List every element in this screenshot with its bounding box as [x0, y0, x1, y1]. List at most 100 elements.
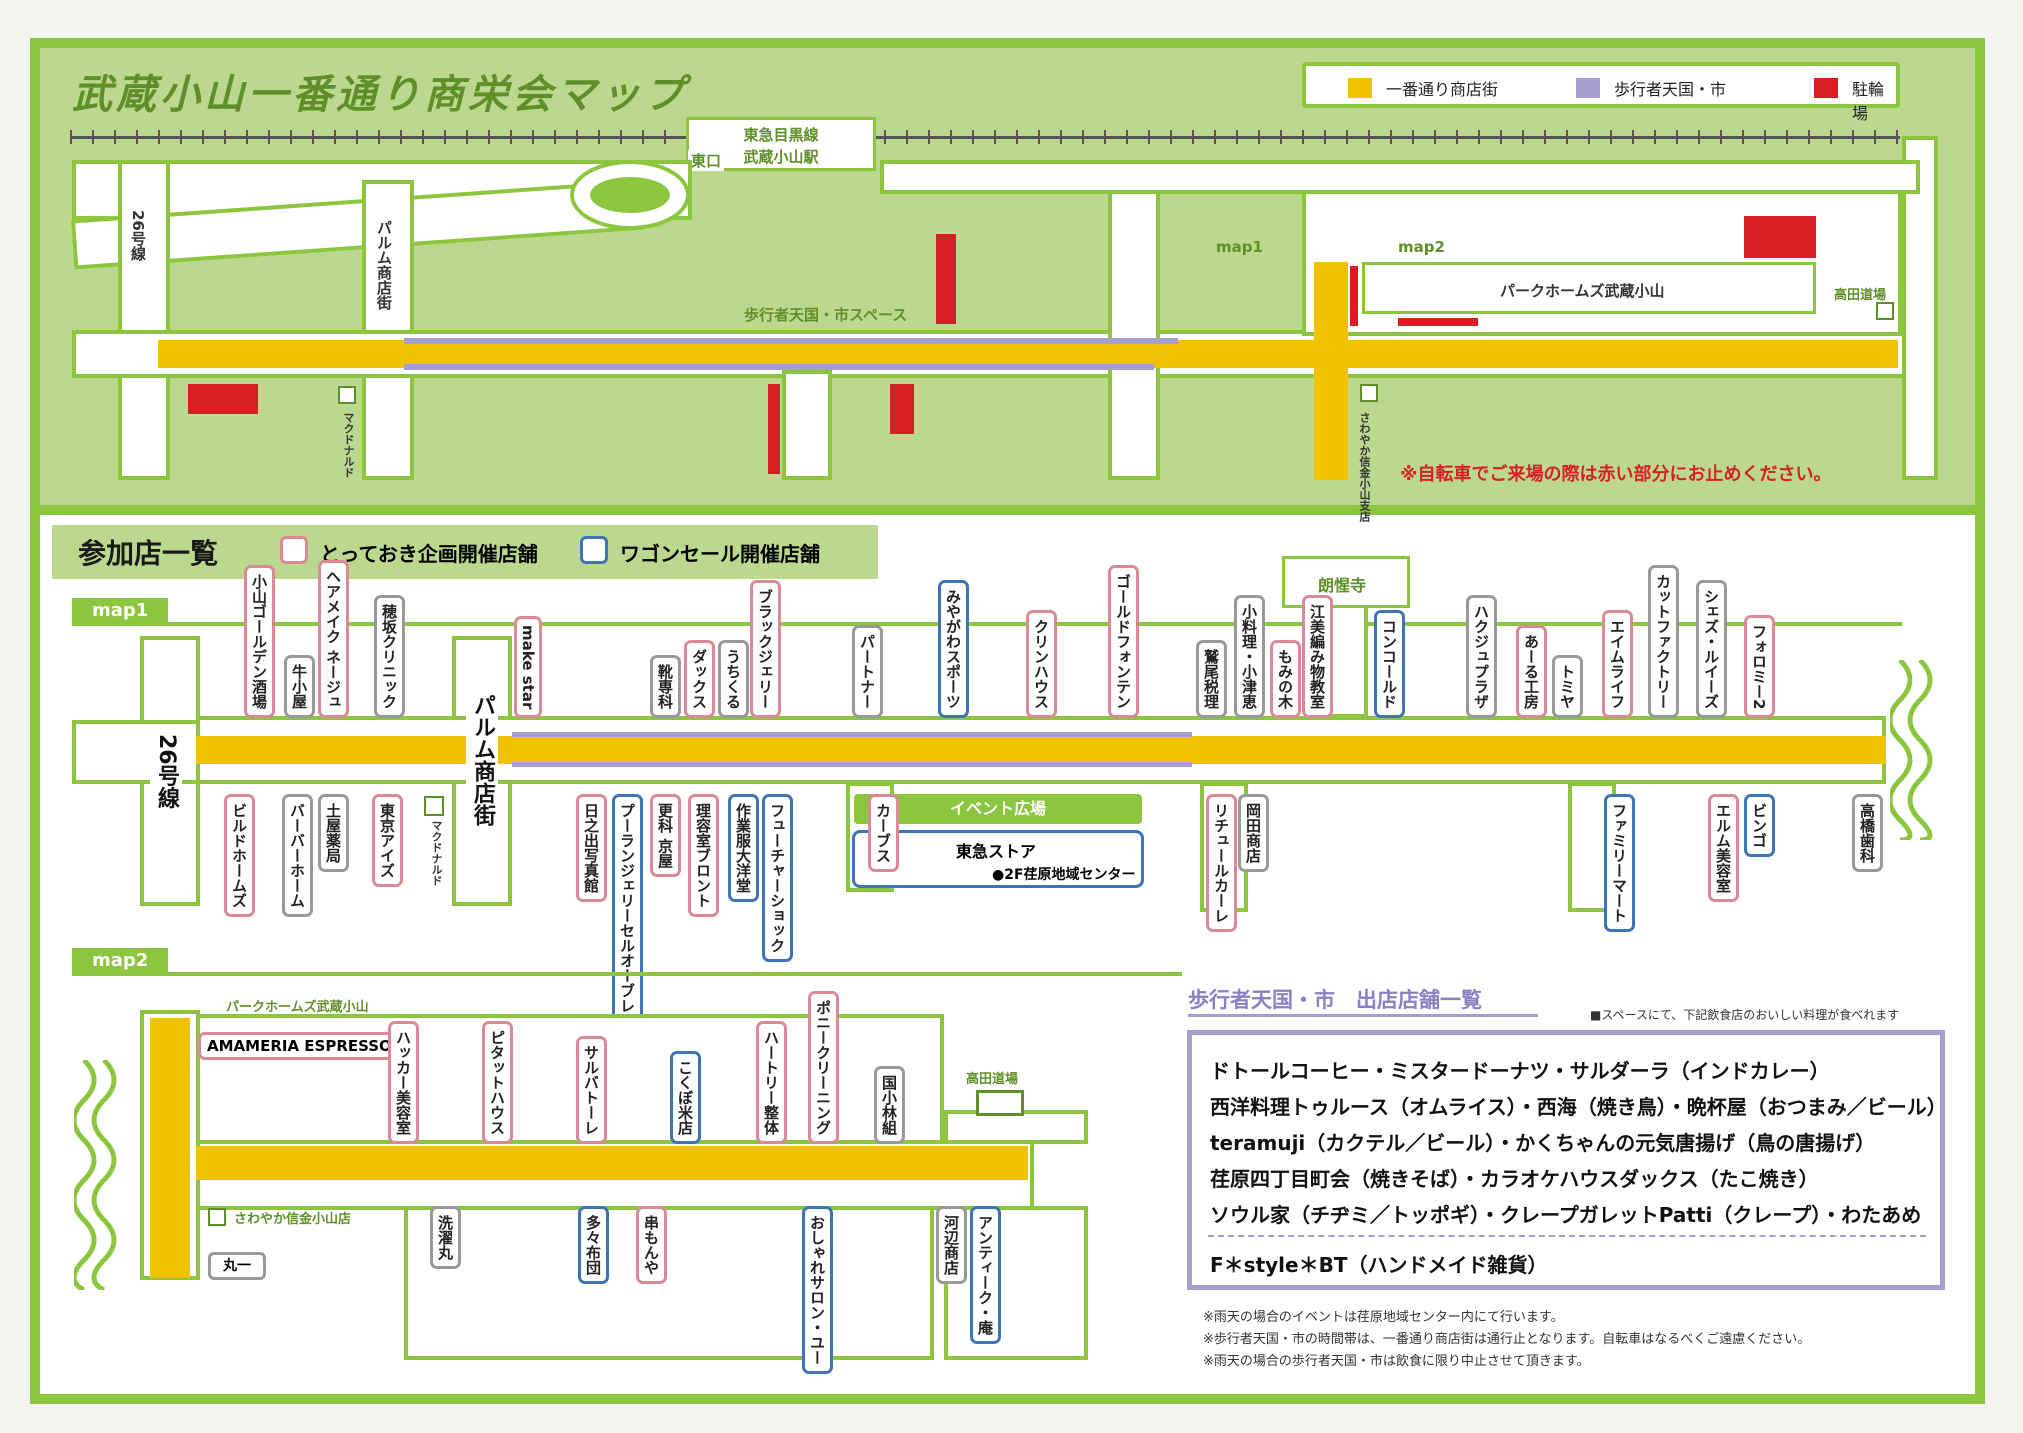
map1-top-shop: トミヤ: [1552, 655, 1583, 718]
map2-bot-shop: 河辺商店: [936, 1206, 967, 1284]
pink-legend-swatch: [280, 536, 308, 564]
hokoten-line-6: F＊style＊BT（ハンドメイド雑貨）: [1210, 1253, 1548, 1277]
map2-sawayaka-label: さわやか信金小山店: [234, 1212, 352, 1227]
top-route26-label: 26号線: [129, 210, 147, 261]
participants-title: 参加店一覧: [78, 537, 219, 570]
hokoten-line-4: 荏原四丁目町会（焼きそば）・カラオケハウスダックス（たこ焼き）: [1210, 1167, 1819, 1191]
map2-takada-box: [976, 1090, 1024, 1116]
top-sawayaka-label: さわやか信金小山支店: [1358, 412, 1371, 522]
top-road-route26: [118, 160, 170, 480]
map1-bot-shop: エルム美容室: [1708, 794, 1739, 902]
legend-swatch-hokoten: [1576, 78, 1600, 98]
map1-bot-shop: 理容室ブロント: [688, 794, 719, 917]
map1-top-shop: 江美編み物教室: [1302, 595, 1333, 718]
station-line: 東急目黒線: [743, 126, 819, 144]
legend: 一番通り商店街 歩行者天国・市 駐輪場: [1302, 62, 1900, 123]
map1-mcd-label: マクドナルド: [430, 820, 443, 886]
map1-bot-shop: プーランジェリーセルオーブレ: [612, 794, 643, 1022]
legend-swatch-shopping-street: [1348, 78, 1372, 98]
map2-bot-shop: 串もんや: [636, 1206, 667, 1284]
hokoten-line-3: teramuji（カクテル／ビール）・かくちゃんの元気唐揚げ（鳥の唐揚げ）: [1210, 1131, 1876, 1155]
map1-bot-shop: 更科 京屋: [650, 794, 681, 878]
map1-bot-shop: 高橋歯科: [1852, 794, 1883, 872]
map1-bot-shop: ファミリーマート: [1604, 794, 1635, 932]
map1-palm-label: パルム商店街: [466, 694, 498, 826]
parking-7: [1398, 318, 1478, 326]
map1-top-shop: 穂坂クリニック: [374, 595, 405, 718]
footnote-1: ※雨天の場合のイベントは荏原地域センター内にて行います。: [1203, 1310, 1564, 1325]
map2-continuation-wave: [74, 1060, 117, 1290]
map1-tag: map1: [72, 598, 169, 623]
map1-mcd-marker: [424, 796, 444, 816]
map1-top-shop: エイムライフ: [1602, 610, 1633, 718]
legend-label-hokoten: 歩行者天国・市: [1614, 80, 1727, 99]
top-takada-label: 高田道場: [1834, 288, 1887, 303]
top-hokoten-upper: [404, 338, 1178, 344]
community-center-label: ●2F荏原地域センター: [992, 867, 1136, 883]
hokoten-title-line: [1188, 1014, 1538, 1017]
map1-shopping-street: [196, 736, 1886, 764]
roundabout-island: [590, 177, 670, 213]
map1-bot-shop: 日之出写真館: [576, 794, 607, 902]
map1-top-shop: クリンハウス: [1026, 610, 1057, 718]
top-shopping-street: [158, 340, 1898, 368]
map1-top-shop: コンコールド: [1374, 610, 1405, 718]
tokyu-store-label: 東急ストア: [956, 842, 1037, 861]
top-takada-marker: [1876, 302, 1894, 320]
map2-parkhomes-label: パークホームズ武蔵小山: [226, 1000, 369, 1015]
map1-route26-label: 26号線: [150, 734, 182, 809]
pink-legend-label: とっておき企画開催店舗: [320, 542, 538, 566]
map1-top-shop: ブラックジェリー: [750, 580, 781, 718]
map1-bot-shop: 作業服大洋堂: [728, 794, 759, 902]
map2-road-south-2: [944, 1206, 1088, 1360]
top-road-northeast: [880, 160, 1920, 194]
station-exit: 東口: [688, 150, 725, 171]
map1-bot-shop: カーブス: [868, 794, 899, 872]
tokyu-store-box: [852, 830, 1144, 888]
map1-top-shop: 小山ゴールデン酒場: [244, 565, 275, 718]
map2-tag: map2: [72, 948, 169, 973]
map1-bot-shop: ビンゴ: [1744, 794, 1775, 857]
parking-1: [188, 384, 258, 414]
map2-top-shop: ハートリー整体: [756, 1021, 787, 1144]
map1-top-shop: 靴専科: [650, 655, 681, 718]
map1-top-shop: 鷲尾税理: [1196, 640, 1227, 718]
map1-bot-shop: ビルドホームズ: [224, 794, 255, 917]
map1-bot-shop: バーバーホーム: [282, 794, 313, 917]
top-mcd-marker: [338, 386, 356, 404]
map1-top-shop: カットファクトリー: [1648, 565, 1679, 718]
choshoji-label: 朗惺寺: [1318, 576, 1367, 595]
map2-bot-shop: 洗濯丸: [430, 1206, 461, 1269]
map1-top-shop: ゴールドフォンテン: [1108, 565, 1139, 718]
parking-4: [890, 384, 914, 434]
map1-bot-shop: 土屋薬局: [318, 794, 349, 872]
map1-top-shop: パートナー: [852, 625, 883, 718]
hokoten-space-label: 歩行者天国・市スペース: [744, 306, 908, 324]
map1-top-shop: 小料理・小津恵: [1234, 595, 1265, 718]
hokoten-divider: [1208, 1235, 1926, 1237]
hokoten-line-1: ドトールコーヒー・ミスタードーナツ・サルダーラ（インドカレー）: [1210, 1059, 1830, 1083]
parking-6: [1350, 266, 1358, 326]
hokoten-line-5: ソウル家（チヂミ／トッポギ）・クレープガレットPatti（クレープ）・わたあめ: [1210, 1203, 1922, 1227]
map1-hokoten-lower: [512, 762, 1192, 767]
station-name: 武蔵小山駅: [743, 148, 819, 166]
hokoten-note: ■スペースにて、下記飲食店のおいしい料理が食べれます: [1590, 1008, 1900, 1022]
railway-ties: [70, 130, 1900, 144]
map1-top-shop: ヘアメイク ネージュ: [318, 559, 349, 718]
map2-shopping-street-west: [150, 1018, 190, 1278]
blue-legend-swatch: [580, 536, 608, 564]
legend-label-shopping-street: 一番通り商店街: [1386, 80, 1499, 99]
espresso-shop: AMAMERIA ESPRESSO: [198, 1032, 401, 1060]
parking-5: [1744, 216, 1816, 258]
map2-top-shop: ハッカー美容室: [388, 1021, 419, 1144]
map2-top-shop: ポニークリーニング: [808, 991, 839, 1144]
map1-top-shop: シェズ・ルイーズ: [1696, 580, 1727, 718]
parking-2: [936, 234, 956, 324]
legend-label-bicycle-parking: 駐輪場: [1852, 80, 1885, 123]
map2-top-shop: ピタットハウス: [482, 1021, 513, 1144]
maruichi-box: 丸一: [208, 1252, 266, 1280]
map2-sawayaka-marker: [208, 1208, 226, 1226]
top-road-side-1: [1108, 180, 1160, 480]
footnote-3: ※雨天の場合の歩行者天国・市は飲食に限り中止させて頂きます。: [1203, 1354, 1590, 1369]
top-map1-label: map1: [1216, 238, 1263, 256]
